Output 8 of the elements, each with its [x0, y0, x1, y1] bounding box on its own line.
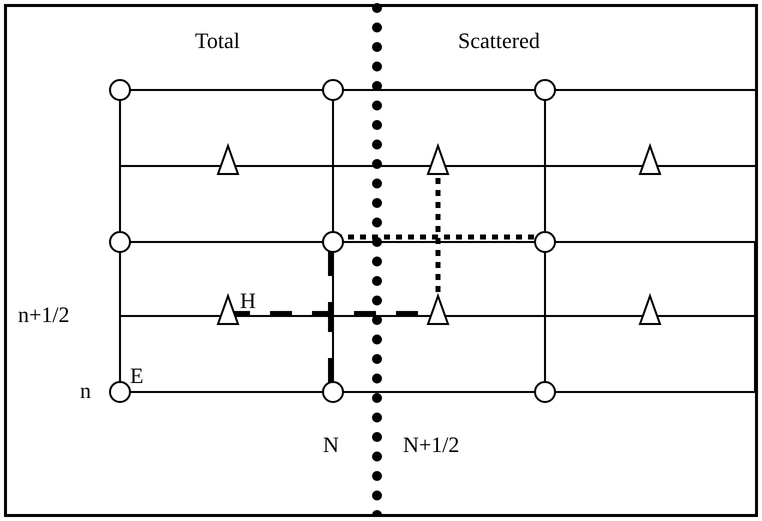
grid-label: n+1/2 — [18, 302, 70, 328]
grid-label: Scattered — [458, 28, 540, 54]
grid-label: H — [240, 288, 256, 314]
grid-label: Total — [195, 28, 240, 54]
grid-label: E — [130, 363, 144, 389]
grid-label: N+1/2 — [403, 432, 460, 458]
grid-label: N — [323, 432, 339, 458]
grid-label: n — [80, 378, 91, 404]
